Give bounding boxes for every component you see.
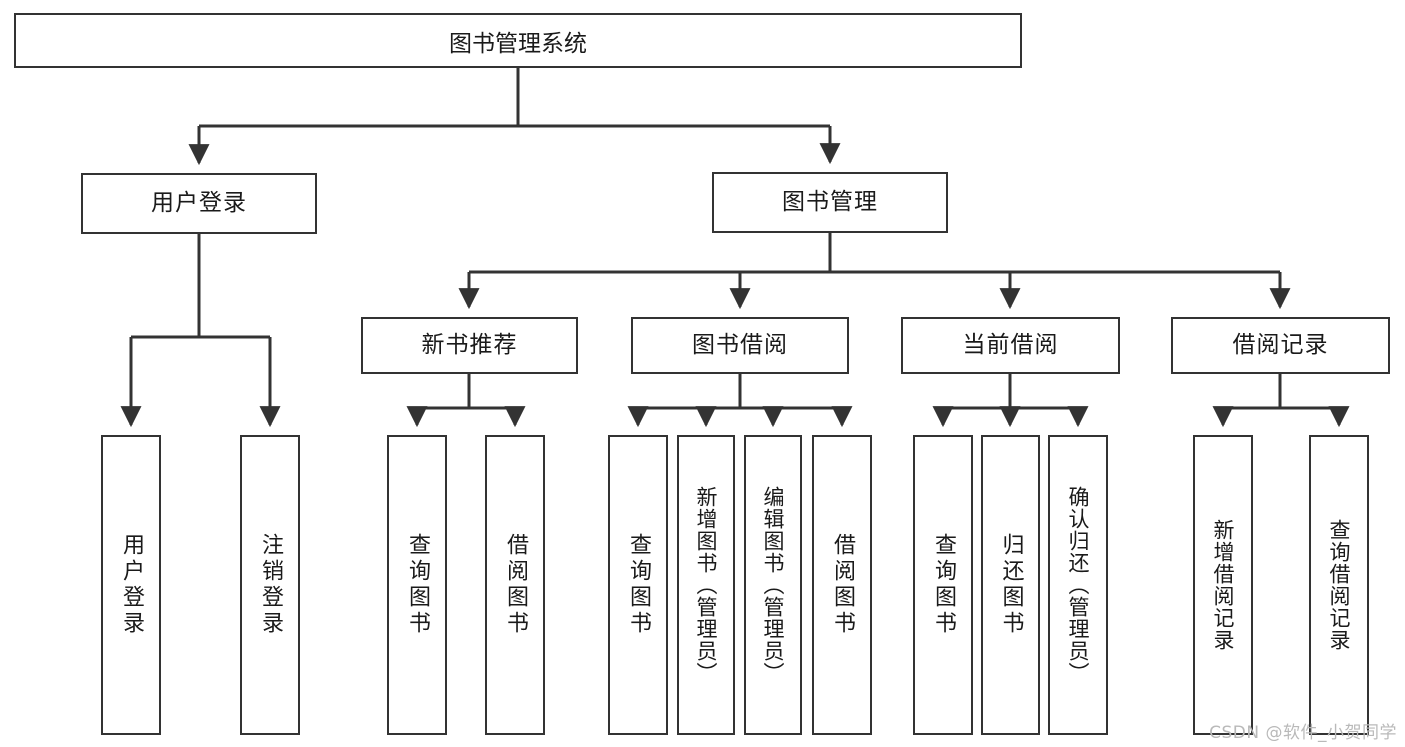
node-label: 注销登录 (258, 533, 283, 637)
node-label: 归还图书 (998, 533, 1024, 637)
node-leaf-add-record[interactable]: 新增借阅记录 (1193, 435, 1253, 735)
node-leaf-return-book[interactable]: 归还图书 (981, 435, 1040, 735)
node-label: 查询图书 (626, 533, 651, 637)
node-label: 确认归还（管理员） (1066, 486, 1090, 684)
node-leaf-edit-book[interactable]: 编辑图书（管理员） (744, 435, 802, 735)
node-label: 新书推荐 (421, 331, 518, 358)
node-label: 用户登录 (119, 533, 144, 637)
node-borrow-record[interactable]: 借阅记录 (1171, 317, 1390, 374)
node-label: 图书管理系统 (449, 30, 587, 57)
node-root-system[interactable]: 图书管理系统 (14, 13, 1022, 68)
node-leaf-query-book-1[interactable]: 查询图书 (387, 435, 447, 735)
node-leaf-query-record[interactable]: 查询借阅记录 (1309, 435, 1369, 735)
watermark-text: CSDN @软件_小贺同学 (1209, 723, 1397, 743)
node-label: 查询图书 (405, 533, 430, 637)
node-leaf-query-book-2[interactable]: 查询图书 (608, 435, 668, 735)
node-label: 借阅记录 (1232, 331, 1329, 358)
node-user-login[interactable]: 用户登录 (81, 173, 317, 234)
node-leaf-borrow-book-2[interactable]: 借阅图书 (812, 435, 872, 735)
node-label: 新增图书（管理员） (694, 486, 718, 684)
node-label: 借阅图书 (503, 533, 528, 637)
node-leaf-confirm-return[interactable]: 确认归还（管理员） (1048, 435, 1108, 735)
node-label: 当前借阅 (962, 331, 1059, 358)
node-label: 查询图书 (931, 533, 956, 637)
node-label: 借阅图书 (830, 533, 855, 637)
node-label: 图书管理 (782, 188, 878, 215)
node-book-borrow[interactable]: 图书借阅 (631, 317, 849, 374)
node-leaf-add-book[interactable]: 新增图书（管理员） (677, 435, 735, 735)
node-book-manage[interactable]: 图书管理 (712, 172, 948, 233)
node-leaf-borrow-book-1[interactable]: 借阅图书 (485, 435, 545, 735)
node-leaf-user-logout[interactable]: 注销登录 (240, 435, 300, 735)
node-current-borrow[interactable]: 当前借阅 (901, 317, 1120, 374)
node-label: 图书借阅 (692, 331, 788, 358)
node-label: 编辑图书（管理员） (761, 486, 785, 684)
node-label: 用户登录 (151, 189, 247, 216)
node-leaf-query-book-3[interactable]: 查询图书 (913, 435, 973, 735)
node-leaf-user-login[interactable]: 用户登录 (101, 435, 161, 735)
node-label: 新增借阅记录 (1211, 519, 1235, 651)
node-label: 查询借阅记录 (1327, 519, 1351, 651)
node-new-book-rec[interactable]: 新书推荐 (361, 317, 578, 374)
